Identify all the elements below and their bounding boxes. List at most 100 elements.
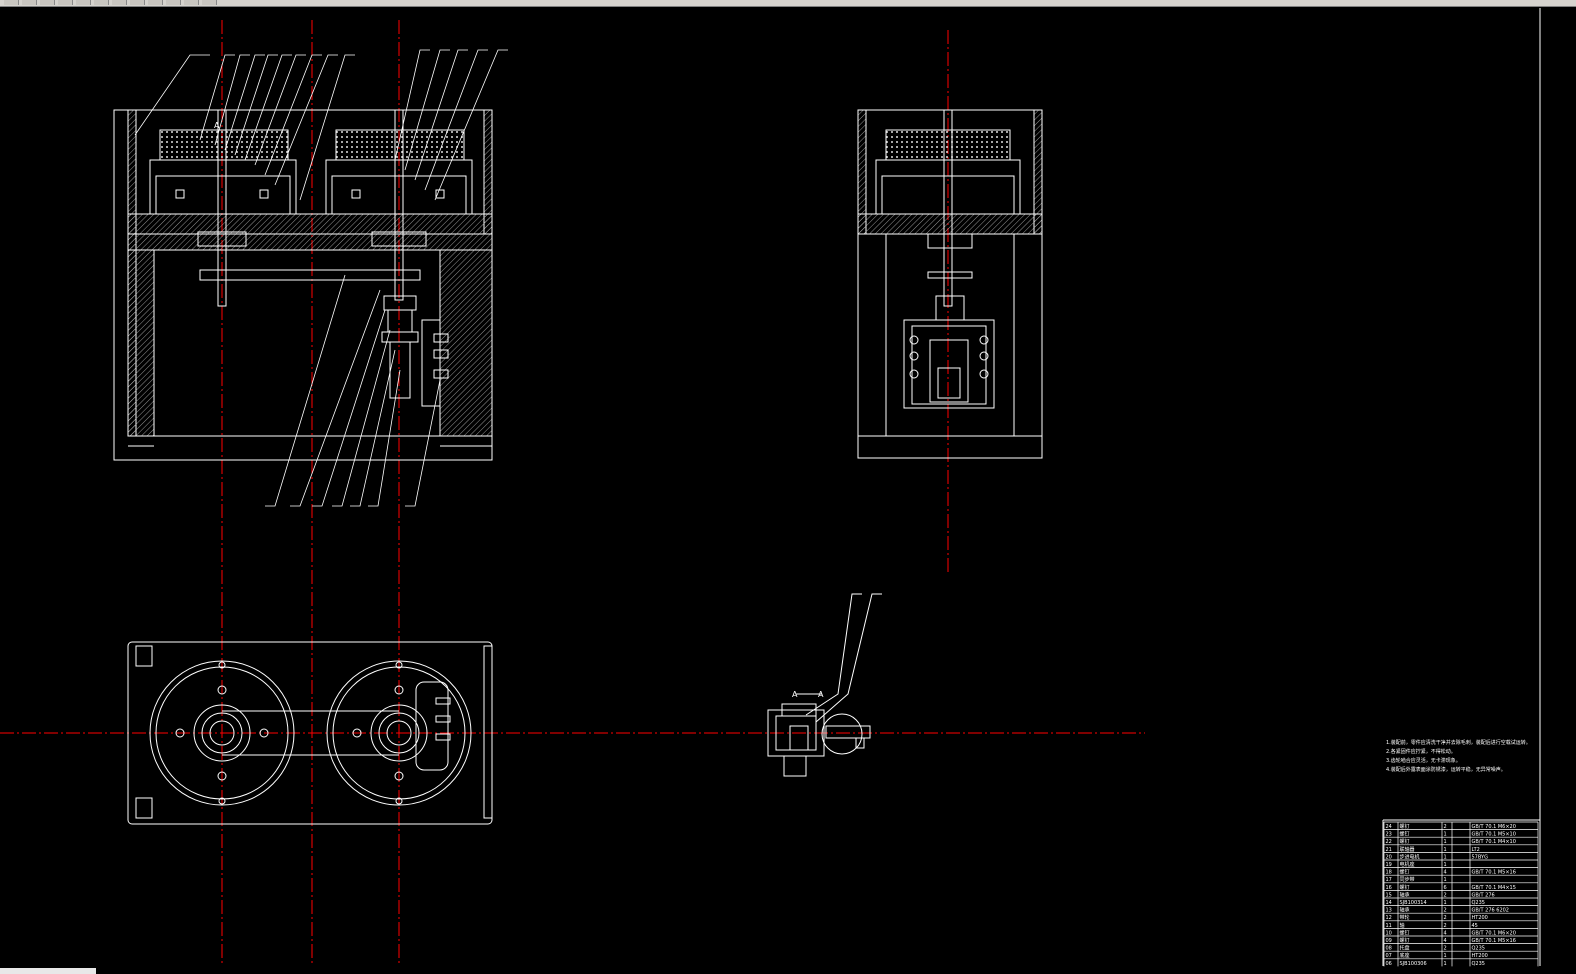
title-block-cell-name: 螺钉 — [1400, 884, 1410, 891]
title-block-cell-spec: GB/T 70.1 M5×16 — [1472, 938, 1516, 944]
technical-note-1: 1.装配前，零件应清洗干净并去除毛刺，装配后进行空载试运转。 — [1386, 740, 1531, 746]
section-mark-right: A — [818, 690, 824, 699]
print-icon[interactable] — [58, 0, 73, 5]
title-block-cell-spec: GB/T 70.1 M5×16 — [1472, 870, 1516, 876]
open-icon[interactable] — [22, 0, 37, 5]
title-block-cell-qty: 6 — [1444, 885, 1447, 891]
title-block-cell-spec: Q235 — [1472, 946, 1485, 952]
detail-view[interactable] — [767, 593, 882, 777]
pan-icon[interactable] — [166, 0, 181, 5]
title-block-cell-no: 12 — [1386, 915, 1392, 921]
copy-icon[interactable] — [94, 0, 109, 5]
cut-icon[interactable] — [76, 0, 91, 5]
title-block-cell-spec: GB/T 70.1 M4×15 — [1472, 885, 1516, 891]
title-block-cell-no: 06 — [1386, 961, 1392, 967]
toolbar — [0, 0, 1576, 7]
status-bar — [0, 968, 96, 974]
title-block-cell-name: 电机座 — [1400, 861, 1415, 868]
title-block-cell-name: 螺钉 — [1400, 831, 1410, 838]
title-block-cell-no: 22 — [1386, 839, 1392, 845]
title-block-cell-no: 21 — [1386, 847, 1392, 853]
title-block-cell-qty: 1 — [1444, 961, 1447, 967]
title-block-cell-qty: 1 — [1444, 854, 1447, 860]
title-block-cell-qty: 1 — [1444, 862, 1447, 868]
title-block-cell-spec: GB/T 70.1 M5×10 — [1472, 832, 1516, 838]
title-block-cell-spec: 45 — [1472, 923, 1478, 929]
title-block-cell-qty: 2 — [1444, 908, 1447, 914]
zoom-icon[interactable] — [184, 0, 199, 5]
title-block-cell-no: 07 — [1386, 953, 1392, 959]
title-block-cell-no: 23 — [1386, 832, 1392, 838]
title-block-cell-no: 19 — [1386, 862, 1392, 868]
title-block-cell-qty: 4 — [1444, 870, 1447, 876]
new-icon[interactable] — [4, 0, 19, 5]
title-block-cell-name: 螺钉 — [1400, 937, 1410, 944]
title-block-cell-name: SJB100314 — [1400, 900, 1427, 906]
title-block-cell-qty: 1 — [1444, 953, 1447, 959]
title-block-cell-spec: HT200 — [1472, 953, 1488, 959]
title-block-cell-no: 13 — [1386, 908, 1392, 914]
leader-lines — [134, 49, 508, 507]
title-block-cell-no: 15 — [1386, 892, 1392, 898]
title-block-cell-name: 螺钉 — [1400, 869, 1410, 876]
technical-note-2: 2.各紧固件应拧紧，不得松动。 — [1386, 749, 1456, 755]
title-block-cell-spec: LT2 — [1472, 847, 1480, 853]
title-block-cell-no: 08 — [1386, 946, 1392, 952]
title-block-cell-name: 轴 — [1400, 922, 1405, 929]
title-block-cell-name: 螺钉 — [1400, 838, 1410, 845]
title-block-cell-no: 09 — [1386, 938, 1392, 944]
drawing-border — [1382, 8, 1541, 966]
title-block-cell-name: 带轮 — [1400, 914, 1410, 921]
title-block-cell-qty: 2 — [1444, 946, 1447, 952]
title-block-cell-spec: HT200 — [1472, 915, 1488, 921]
title-block-cell-no: 11 — [1386, 923, 1392, 929]
title-block-cell-name: 底座 — [1400, 952, 1410, 959]
title-block-cell-spec: GB/T 70.1 M4×10 — [1472, 839, 1516, 845]
technical-note-4: 4.装配后外露表面涂防锈漆，运转平稳，无异常噪声。 — [1386, 767, 1506, 773]
title-block-cell-no: 14 — [1386, 900, 1392, 906]
title-block-cell-spec: GB/T 276 6202 — [1472, 908, 1510, 914]
front-section-mark: A — [214, 121, 220, 130]
title-block-cell-name: 联轴器 — [1400, 846, 1415, 853]
title-block-cell-qty: 2 — [1444, 915, 1447, 921]
title-block-cell-no: 17 — [1386, 877, 1392, 883]
title-block-cell-name: 轴承 — [1400, 907, 1410, 914]
title-block-cell-spec: Q235 — [1472, 961, 1485, 967]
undo-icon[interactable] — [130, 0, 145, 5]
title-block-cell-spec: GB/T 276 — [1472, 892, 1495, 898]
redo-icon[interactable] — [148, 0, 163, 5]
title-block-cell-qty: 2 — [1444, 824, 1447, 830]
side-view[interactable] — [857, 109, 1043, 459]
title-block-cell-qty: 4 — [1444, 930, 1447, 936]
title-block-cell-no: 10 — [1386, 930, 1392, 936]
title-block-cell-no: 16 — [1386, 885, 1392, 891]
front-section-view[interactable] — [113, 109, 493, 461]
title-block-cell-no: 20 — [1386, 854, 1392, 860]
title-block-cell-name: SJB100306 — [1400, 961, 1427, 967]
title-block-cell-qty: 2 — [1444, 923, 1447, 929]
title-block-cell-spec: GB/T 70.1 M6×20 — [1472, 930, 1516, 936]
title-block-cell-spec: 57BYG — [1472, 854, 1489, 860]
title-block-cell-name: 螺钉 — [1400, 929, 1410, 936]
title-block-cell-spec: Q235 — [1472, 900, 1485, 906]
title-block-cell-qty: 1 — [1444, 877, 1447, 883]
title-block-cell-name: 步进电机 — [1400, 853, 1420, 860]
title-block-cell-no: 18 — [1386, 870, 1392, 876]
title-block-cell-qty: 2 — [1444, 892, 1447, 898]
title-block-cell-name: 螺钉 — [1400, 823, 1410, 830]
title-block-cell-qty: 1 — [1444, 839, 1447, 845]
paste-icon[interactable] — [112, 0, 127, 5]
centerlines — [0, 20, 1145, 966]
title-block-cell-spec: GB/T 70.1 M6×20 — [1472, 824, 1516, 830]
layer-icon[interactable] — [202, 0, 217, 5]
title-block-cell-name: 同步带 — [1400, 877, 1415, 883]
top-view[interactable] — [127, 641, 493, 825]
title-block-cell-name: 轴承 — [1400, 891, 1410, 898]
title-block-cell-name: 托盘 — [1400, 945, 1410, 952]
title-block-cell-no: 24 — [1386, 824, 1392, 830]
title-block-cell-qty: 1 — [1444, 900, 1447, 906]
save-icon[interactable] — [40, 0, 55, 5]
title-block-cell-qty: 4 — [1444, 938, 1447, 944]
